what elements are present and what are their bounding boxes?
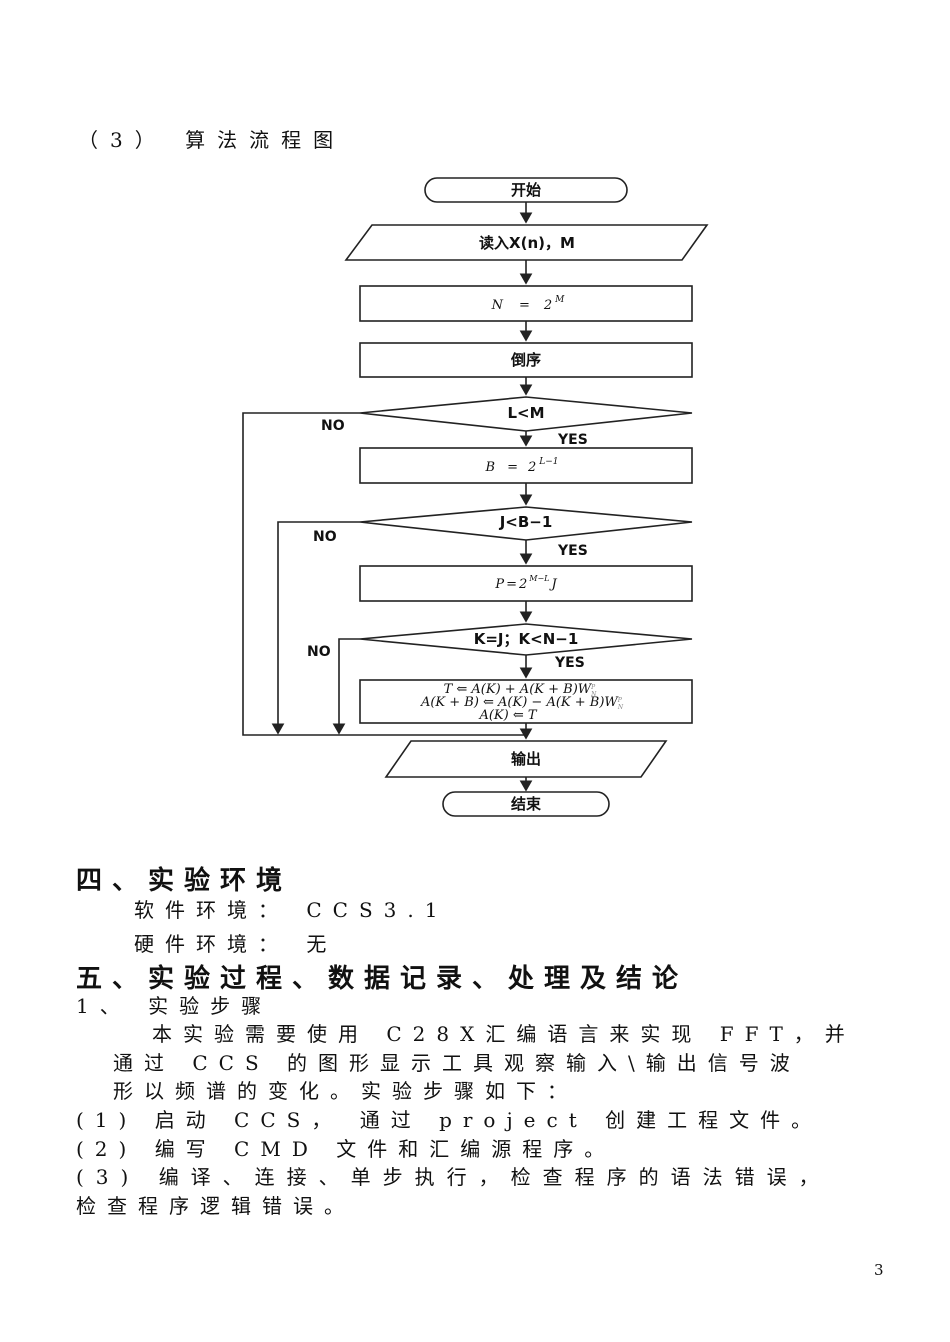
- yes-label-1: YES: [557, 432, 588, 448]
- step-2: (2) 编写 CMD 文件和汇编源程序。: [76, 1137, 616, 1161]
- butterfly-line-3: A(K) ⇐ T: [478, 708, 537, 723]
- software-env: 软件环境： CCS3.1: [134, 898, 449, 922]
- hardware-env: 硬件环境： 无: [134, 932, 338, 956]
- decision-j-lt-b-label: J<B−1: [499, 513, 553, 531]
- decision-k-loop-label: K=J；K<N−1: [474, 630, 579, 648]
- end-terminator: [442, 791, 610, 817]
- step-1: (1) 启动 CCS， 通过 project 创建工程文件。: [76, 1108, 823, 1132]
- intro-line-1: 本实验需要使用 C28X汇编语言来实现 FFT，并: [152, 1022, 856, 1046]
- end-label: 结束: [511, 795, 542, 813]
- no-label-1: NO: [321, 418, 345, 434]
- step-3b: 检查程序逻辑错误。: [76, 1194, 355, 1218]
- intro-line-3: 形以频谱的变化。实验步骤如下：: [113, 1079, 578, 1103]
- butterfly-box: [359, 679, 693, 724]
- yes-label-3: YES: [554, 655, 585, 671]
- no-label-2: NO: [313, 529, 337, 545]
- intro-line-2: 通过 CCS 的图形显示工具观察输入\输出信号波: [113, 1051, 801, 1075]
- output-parallelogram: [384, 740, 668, 778]
- step-title: 1、 实验步骤: [76, 994, 273, 1018]
- n-assign-box: [359, 285, 693, 322]
- output-label: 输出: [511, 750, 541, 768]
- b-assign-box: [359, 447, 693, 484]
- bit-reverse-label: 倒序: [510, 351, 541, 369]
- input-parallelogram: [344, 224, 709, 261]
- section5-heading: 五、实验过程、数据记录、处理及结论: [76, 964, 689, 994]
- page-number: 3: [874, 1261, 884, 1279]
- input-label: 读入X(n)，M: [479, 234, 575, 252]
- start-label: 开始: [511, 181, 541, 199]
- section4-heading: 四、实验环境: [76, 866, 293, 896]
- decision-l-lt-m-label: L<M: [507, 404, 544, 422]
- step-3a: (3) 编译、连接、单步执行，检查程序的语法错误，: [76, 1165, 831, 1189]
- flowchart-caption: （3） 算法流程图: [78, 128, 346, 152]
- no-label-3: NO: [307, 644, 331, 660]
- yes-label-2: YES: [557, 543, 588, 559]
